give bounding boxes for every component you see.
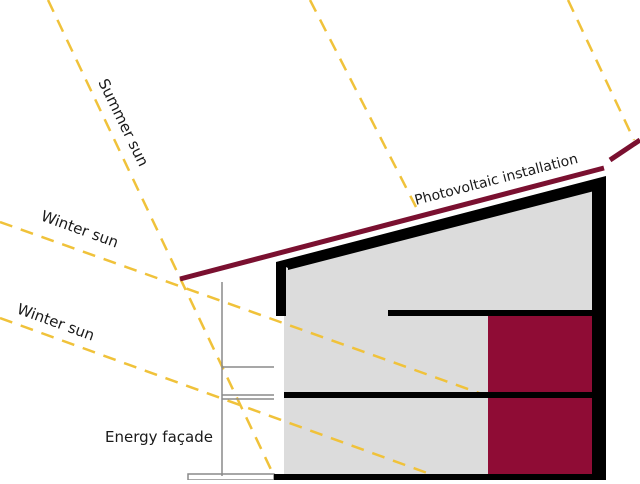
storage-tank-lower [488, 398, 592, 474]
storage-tank-upper [488, 312, 592, 394]
energy-facade-label: Energy façade [105, 428, 213, 446]
right-wall [592, 182, 606, 480]
upper-shelf [388, 310, 592, 316]
summer-sun-ray-3 [566, 0, 636, 141]
floor-slab [284, 392, 592, 398]
roof-slab [276, 176, 606, 270]
left-wall [276, 262, 286, 316]
facade-base [187, 473, 275, 481]
ground-slab [274, 474, 606, 480]
photovoltaic-panel [179, 165, 605, 282]
summer-sun-label: Summer sun [94, 76, 152, 170]
winter-sun-ray-lower [0, 316, 431, 476]
house-walls [274, 176, 606, 480]
photovoltaic-panel-end [608, 137, 640, 163]
energy-facade-frame [187, 282, 275, 481]
winter-sun-ray-upper [0, 220, 483, 396]
winter-sun-label-1: Winter sun [39, 207, 121, 252]
summer-sun-ray-2 [308, 0, 418, 208]
winter-sun-label-2: Winter sun [15, 300, 97, 345]
